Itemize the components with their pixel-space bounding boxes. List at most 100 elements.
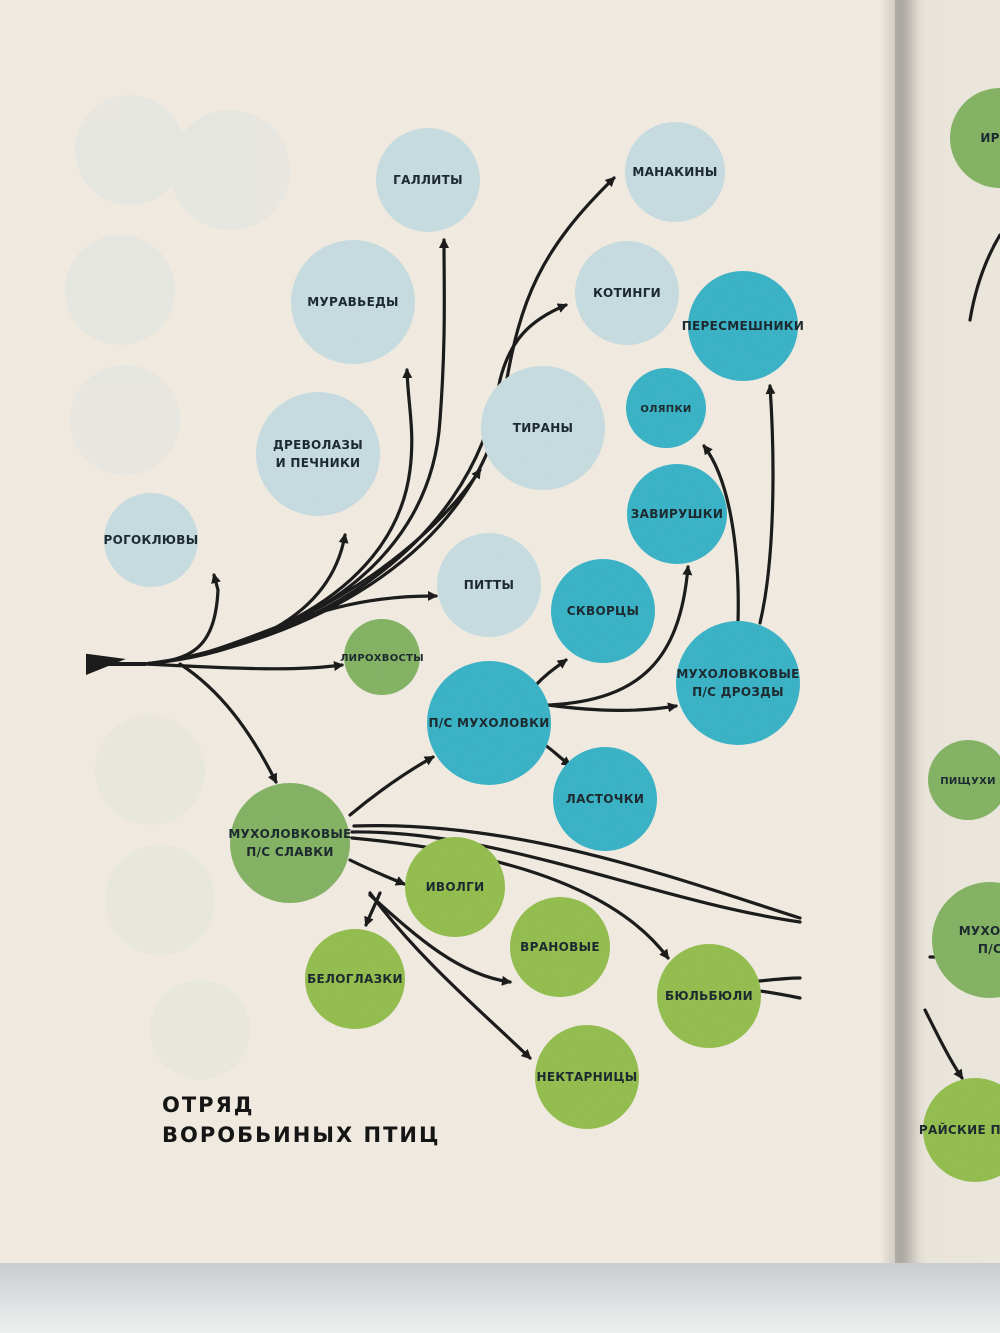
- node-pitty: ПИТТЫ: [437, 533, 541, 637]
- rnode-label-rp1-0: ИРАЛ: [980, 131, 1000, 145]
- nodes-layer: ГАЛЛИТЫ МАНАКИНЫ МУРАВЬЕДЫ КОТИНГИ ПЕРЕСМЕШН…: [104, 122, 805, 1129]
- node-label-peresmeshniki-0: ПЕРЕСМЕШНИКИ: [682, 319, 805, 333]
- node-label-manakiny-0: МАНАКИНЫ: [632, 165, 717, 179]
- shelf-surface: [0, 1263, 1000, 1333]
- rnode-texture-rp1: [950, 88, 1000, 188]
- node-texture-pitty: [437, 533, 541, 637]
- node-label-kotingi-0: КОТИНГИ: [593, 286, 661, 300]
- node-texture-lastochki: [553, 747, 657, 851]
- rnode-texture-rp4: [923, 1078, 1000, 1182]
- node-texture-olyapki: [626, 368, 706, 448]
- node-label-drevolazy-0: ДРЕВОЛАЗЫ: [273, 438, 363, 452]
- node-manakiny: МАНАКИНЫ: [625, 122, 725, 222]
- rnode-rp3: МУХОЛО П/С: [932, 882, 1000, 998]
- edge-mukholovki-to-drozdy: [546, 702, 678, 713]
- book-gutter: [880, 0, 920, 1333]
- node-zavirushki: ЗАВИРУШКИ: [627, 464, 727, 564]
- node-label-nektarnitsy-0: НЕКТАРНИЦЫ: [537, 1070, 638, 1084]
- edge-drozdy-to-peresmeshniki: [758, 384, 776, 625]
- rnode-label-rp3-0: МУХОЛО: [959, 924, 1000, 938]
- edge-root-to-pitty: [143, 590, 438, 666]
- node-texture-belоglazki: [305, 929, 405, 1029]
- right-page-nodes: ИРАЛ ПИЩУХИ МУХОЛО П/С РАЙСКИЕ ПТИЦ: [919, 88, 1000, 1182]
- rnode-rp4: РАЙСКИЕ ПТИЦ: [919, 1078, 1000, 1182]
- rnode-rp2: ПИЩУХИ: [928, 740, 1000, 820]
- node-texture-manakiny: [625, 122, 725, 222]
- node-label-lirokhvosty-0: ЛИРОХВОСТЫ: [340, 653, 424, 664]
- node-label-drevolazy-1: И ПЕЧНИКИ: [276, 456, 361, 470]
- node-texture-peresmeshniki: [688, 271, 798, 381]
- node-rogoklyuvy: РОГОКЛЮВЫ: [104, 493, 199, 587]
- node-texture-lirokhvosty: [344, 619, 420, 695]
- node-label-muravedy-0: МУРАВЬЕДЫ: [307, 295, 399, 309]
- edge-slavki-to-bulbuli: [350, 836, 670, 960]
- edge-mukholovki-to-skvortsy: [533, 658, 568, 688]
- node-label-drozdy-0: МУХОЛОВКОВЫЕ: [676, 667, 799, 681]
- edge-slavki-to-nektarnitsy: [368, 891, 532, 1060]
- edge-right-page-top: [968, 233, 1000, 322]
- node-kotingi: КОТИНГИ: [575, 241, 679, 345]
- node-bulbuli: БЮЛЬБЮЛИ: [657, 944, 761, 1048]
- node-mukholovki: П/С МУХОЛОВКИ: [427, 661, 551, 785]
- node-label-slavki-1: П/С СЛАВКИ: [246, 845, 333, 859]
- node-texture-tirany: [481, 366, 605, 490]
- rnode-rp1: ИРАЛ: [950, 88, 1000, 188]
- edges-layer: [86, 176, 1000, 1080]
- node-texture-mukholovki: [427, 661, 551, 785]
- node-label-rogoklyuvy-0: РОГОКЛЮВЫ: [104, 533, 199, 547]
- node-texture-nektarnitsy: [535, 1025, 639, 1129]
- ghost-background-circles: [65, 95, 290, 1080]
- node-label-slavki-0: МУХОЛОВКОВЫЕ: [228, 827, 351, 841]
- node-texture-gallity: [376, 128, 480, 232]
- node-label-olyapki-0: ОЛЯПКИ: [640, 404, 691, 415]
- node-texture-drevolazy: [256, 392, 380, 516]
- node-lirokhvosty: ЛИРОХВОСТЫ: [340, 619, 424, 695]
- edge-root-to-lirokhvosty: [143, 661, 344, 672]
- rnode-texture-rp2: [928, 740, 1000, 820]
- node-texture-bulbuli: [657, 944, 761, 1048]
- node-texture-ivolgi: [405, 837, 505, 937]
- node-texture-drozdy: [676, 621, 800, 745]
- edge-slavki-to-mukholovki: [348, 755, 435, 817]
- node-texture-vranovye: [510, 897, 610, 997]
- node-label-gallity-0: ГАЛЛИТЫ: [393, 173, 463, 187]
- node-label-pitty-0: ПИТТЫ: [464, 578, 514, 592]
- node-nektarnitsy: НЕКТАРНИЦЫ: [535, 1025, 639, 1129]
- node-texture-slavki: [230, 783, 350, 903]
- node-texture-rogoklyuvy: [104, 493, 198, 587]
- node-texture-kotingi: [575, 241, 679, 345]
- node-peresmeshniki: ПЕРЕСМЕШНИКИ: [682, 271, 805, 381]
- root-arrow: [86, 653, 145, 675]
- edge-mukholovki-to-zavirushki: [548, 565, 693, 707]
- node-label-lastochki-0: ЛАСТОЧКИ: [566, 792, 644, 806]
- node-label-belоglazki-0: БЕЛОГЛАЗКИ: [307, 972, 403, 986]
- node-texture-skvortsy: [551, 559, 655, 663]
- node-drevolazy: ДРЕВОЛАЗЫ И ПЕЧНИКИ: [256, 392, 380, 516]
- title-line-2: ВОРОБЬИНЫХ ПТИЦ: [162, 1123, 441, 1147]
- title-line-1: ОТРЯД: [162, 1093, 255, 1117]
- node-vranovye: ВРАНОВЫЕ: [510, 897, 610, 997]
- rnode-label-rp3-1: П/С: [978, 942, 1000, 956]
- diagram-title: ОТРЯД ВОРОБЬИНЫХ ПТИЦ: [162, 1090, 440, 1150]
- rnode-label-rp2-0: ПИЩУХИ: [940, 776, 996, 787]
- edge-mukholovki-to-lastochki: [543, 743, 572, 767]
- edge-drozdy-to-olyapki: [702, 444, 740, 625]
- edge-root-to-slavki: [178, 662, 278, 784]
- node-belоglazki: БЕЛОГЛАЗКИ: [305, 929, 405, 1029]
- node-tirany: ТИРАНЫ: [481, 366, 605, 490]
- node-ivolgi: ИВОЛГИ: [405, 837, 505, 937]
- edge-right-page-descent: [923, 1008, 964, 1080]
- edge-root-to-kotingi: [143, 303, 568, 666]
- node-label-zavirushki-0: ЗАВИРУШКИ: [631, 507, 723, 521]
- node-label-tirany-0: ТИРАНЫ: [513, 421, 574, 435]
- node-slavki: МУХОЛОВКОВЫЕ П/С СЛАВКИ: [228, 783, 351, 903]
- node-skvortsy: СКВОРЦЫ: [551, 559, 655, 663]
- edge-slavki-to-right-page-2: [352, 823, 802, 920]
- node-lastochki: ЛАСТОЧКИ: [553, 747, 657, 851]
- node-texture-muravedy: [291, 240, 415, 364]
- node-gallity: ГАЛЛИТЫ: [376, 128, 480, 232]
- rnode-label-rp4-0: РАЙСКИЕ ПТИЦ: [919, 1122, 1000, 1137]
- node-label-vranovye-0: ВРАНОВЫЕ: [520, 940, 600, 954]
